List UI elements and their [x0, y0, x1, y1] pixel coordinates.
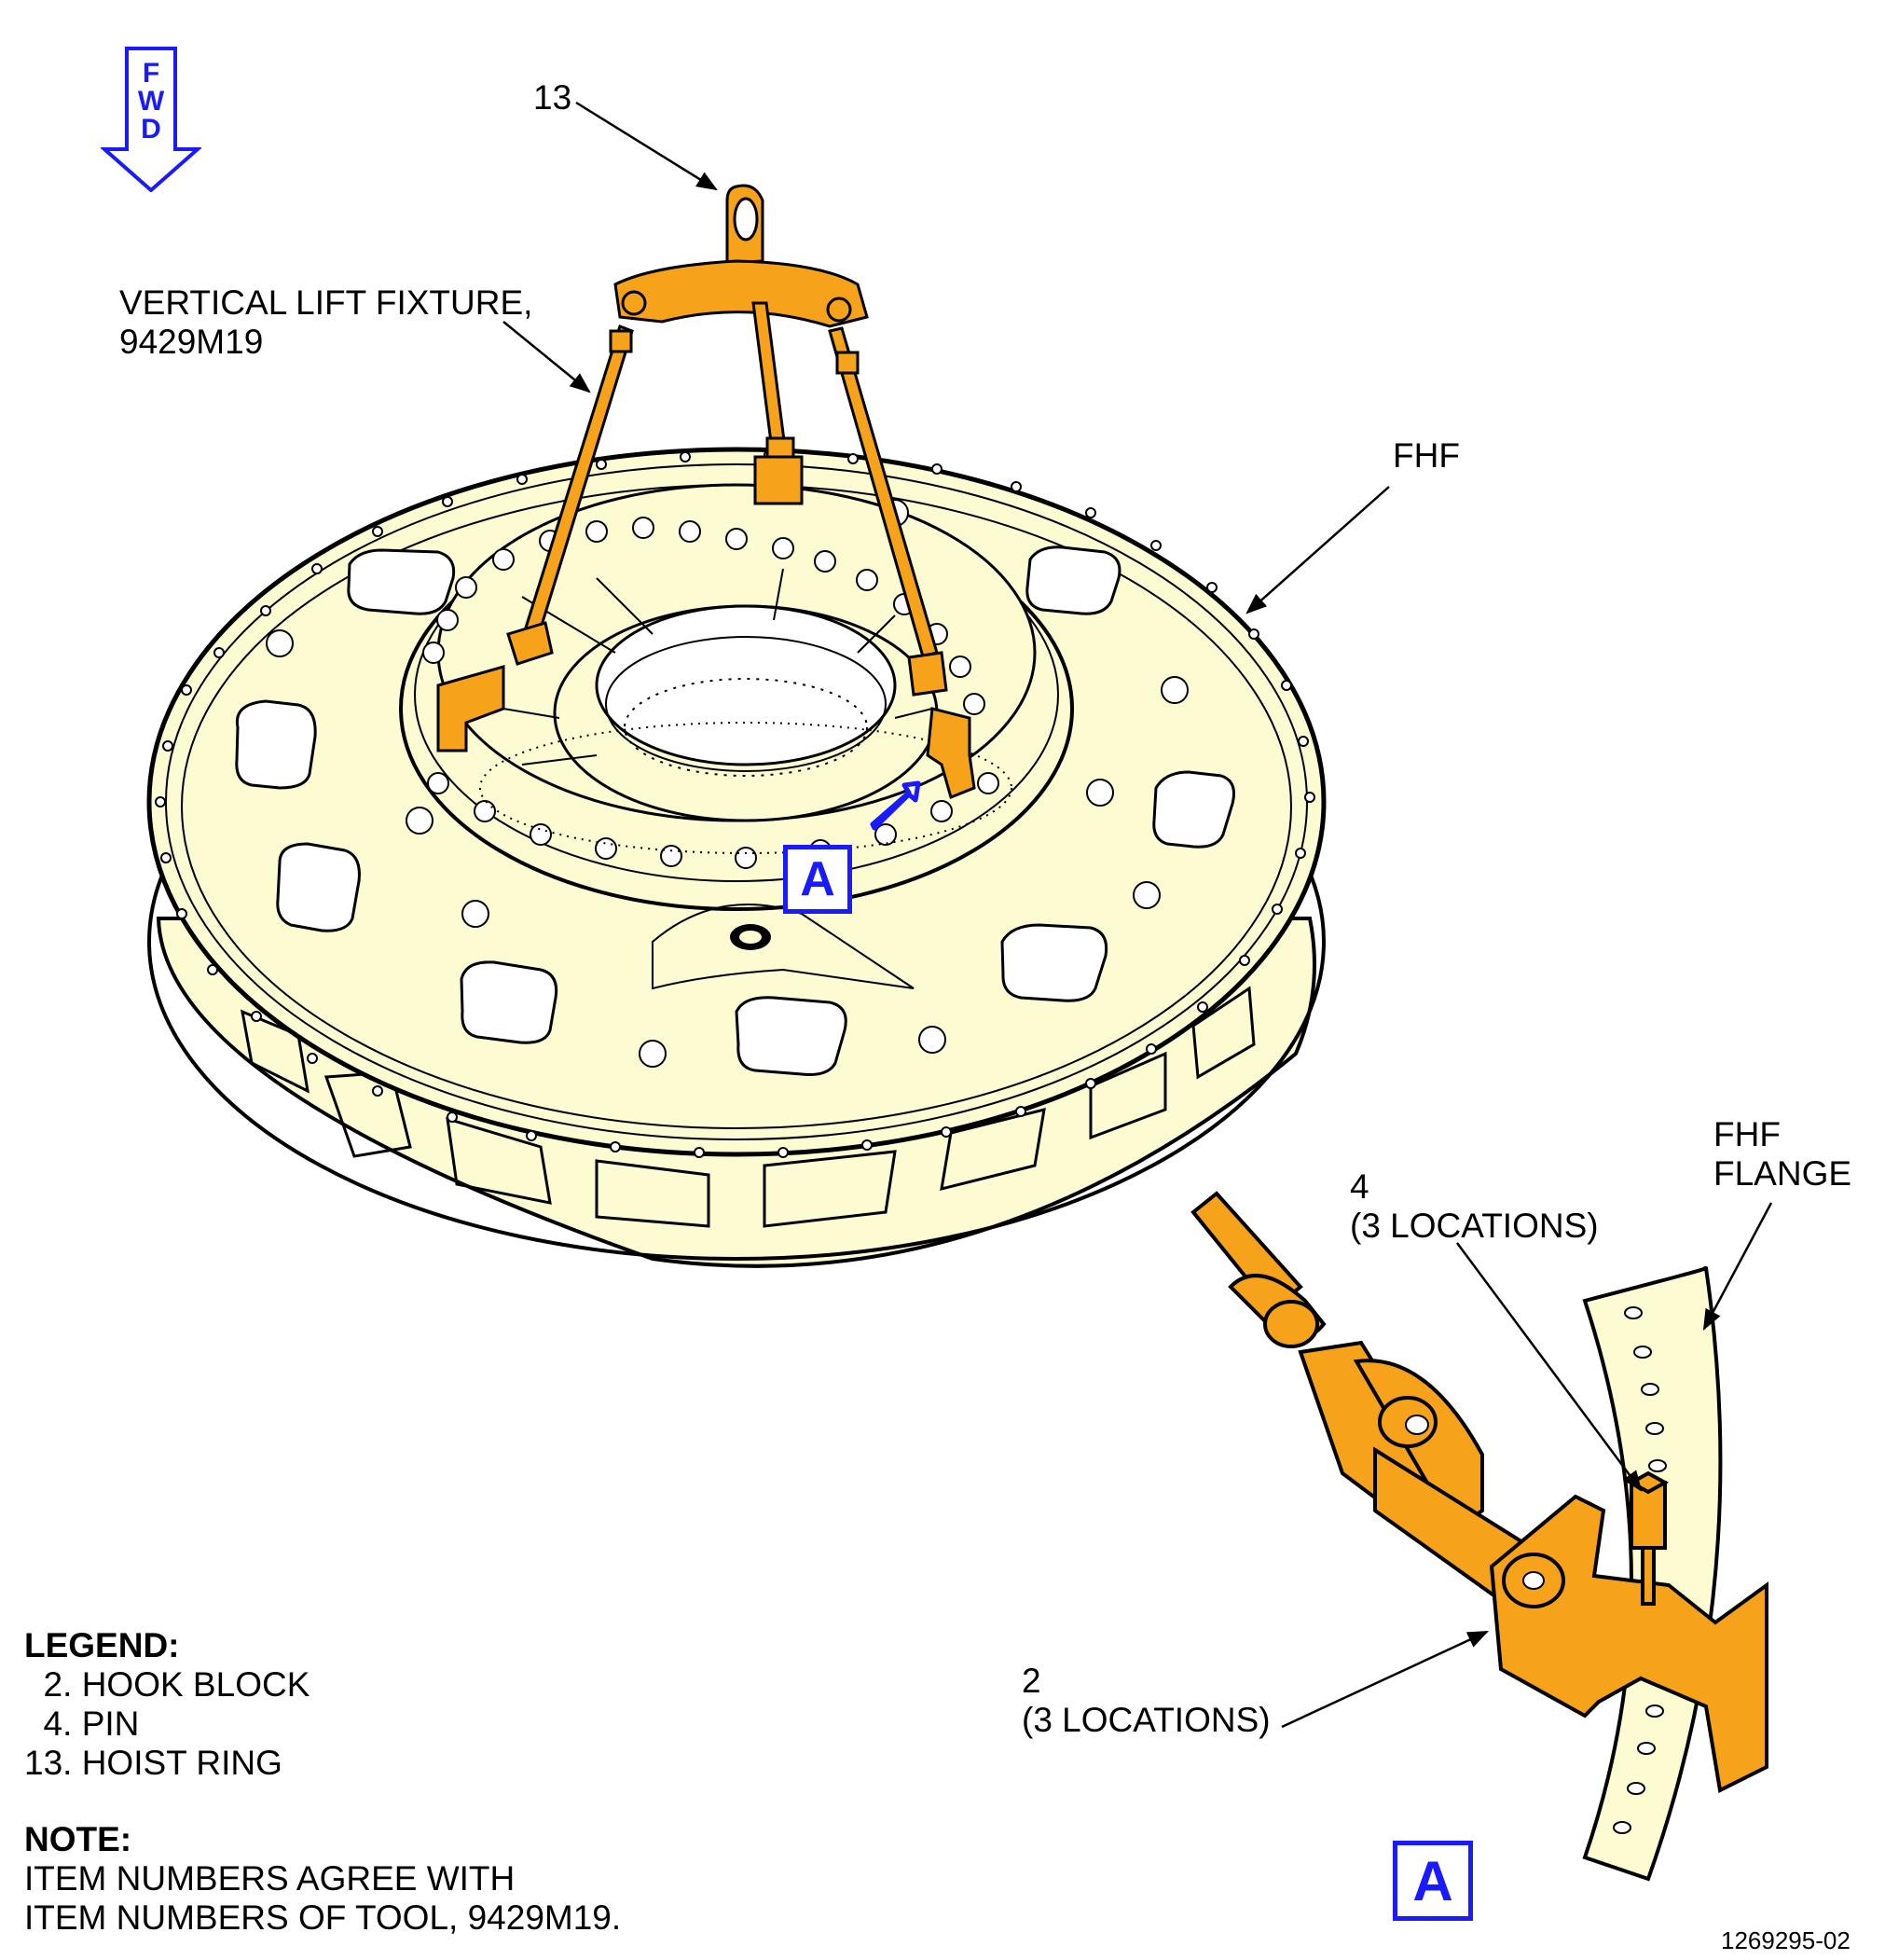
fhf-flange-label: FHF FLANGE — [1713, 1115, 1852, 1193]
leader-lines — [502, 101, 1773, 1729]
detail-a-label: A — [1393, 1841, 1473, 1921]
fwd-letter: F — [142, 58, 160, 89]
note-line: ITEM NUMBERS AGREE WITH — [24, 1859, 516, 1898]
fwd-letter: W — [137, 86, 165, 117]
leader-item-13 — [575, 101, 718, 191]
leader-fhf — [1245, 486, 1390, 614]
item-4-label: 4 (3 LOCATIONS) — [1350, 1167, 1599, 1245]
legend-item: 2. HOOK BLOCK — [24, 1665, 310, 1704]
leader-item-2 — [1281, 1630, 1490, 1729]
lift-fixture-label: VERTICAL LIFT FIXTURE, 9429M19 — [119, 283, 533, 361]
view-a-callout: A — [783, 845, 852, 914]
fwd-letter: D — [141, 114, 161, 145]
fwd-arrow-icon — [101, 47, 201, 192]
leader-fhf-flange — [1702, 1202, 1773, 1331]
note-line: ITEM NUMBERS OF TOOL, 9429M19. — [24, 1898, 622, 1937]
detail-a-illustration — [1190, 1191, 1768, 1882]
legend-item: 4. PIN — [24, 1705, 140, 1743]
leader-item-4 — [1455, 1242, 1643, 1492]
figure-number: 1269295-02 — [1721, 1926, 1851, 1954]
leader-lift-fixture — [502, 321, 591, 393]
view-arrow-icon — [870, 780, 921, 831]
legend-item: 13. HOIST RING — [24, 1744, 282, 1782]
note-heading: NOTE: — [24, 1820, 132, 1858]
fwd-label: F W D — [132, 60, 170, 144]
fhf-part — [146, 447, 1327, 1268]
fhf-label: FHF — [1393, 436, 1460, 475]
item-13-label: 13 — [533, 78, 572, 117]
legend-heading: LEGEND: — [24, 1626, 180, 1664]
vertical-lift-fixture — [436, 184, 976, 800]
item-2-label: 2 (3 LOCATIONS) — [1022, 1662, 1271, 1739]
